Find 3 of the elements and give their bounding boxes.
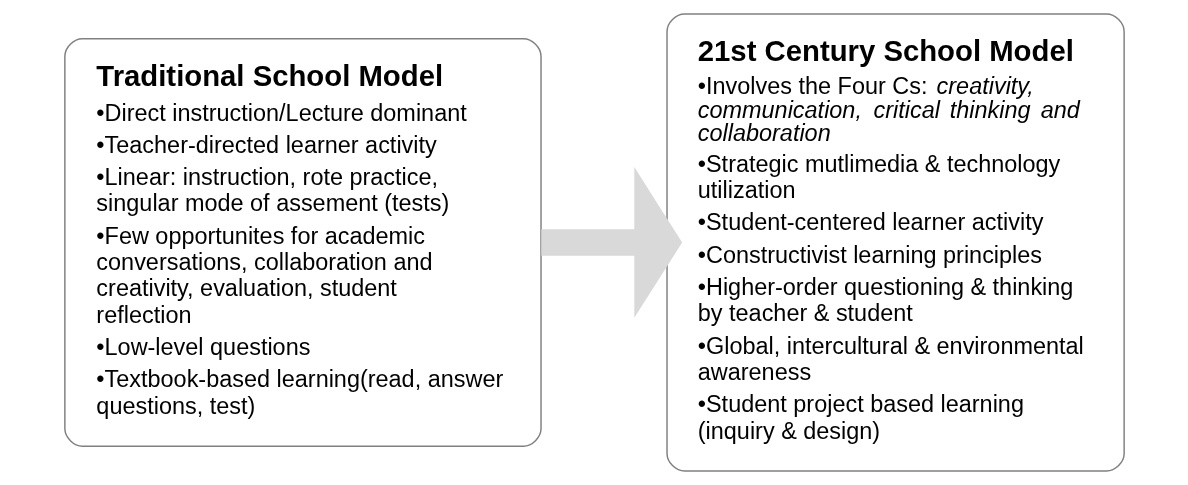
arrow (540, 167, 682, 318)
node-box: 21st Century School Model •Involves the Four Cs: creativity, communication, critical thinking and collaboration •Strategic mutlimedia & technology utilization •Student-centered learner activity •Constructivist learning principles •Higher-order questioning & thinking by teacher & student •Global, intercultural & environmental awareness •Student project based learning (inquiry & design) (665, 13, 1125, 472)
node-box: Traditional School Model •Direct instruction/Lecture dominant •Teacher-directed learner activity •Linear: instruction, rote practice, singular mode of assement (tests) •Few opportunites for academic conversations, collaboration and creativity, evaluation, student reflection •Low-level questions •Textbook-based learning(read, answer questions, test) (63, 38, 542, 447)
